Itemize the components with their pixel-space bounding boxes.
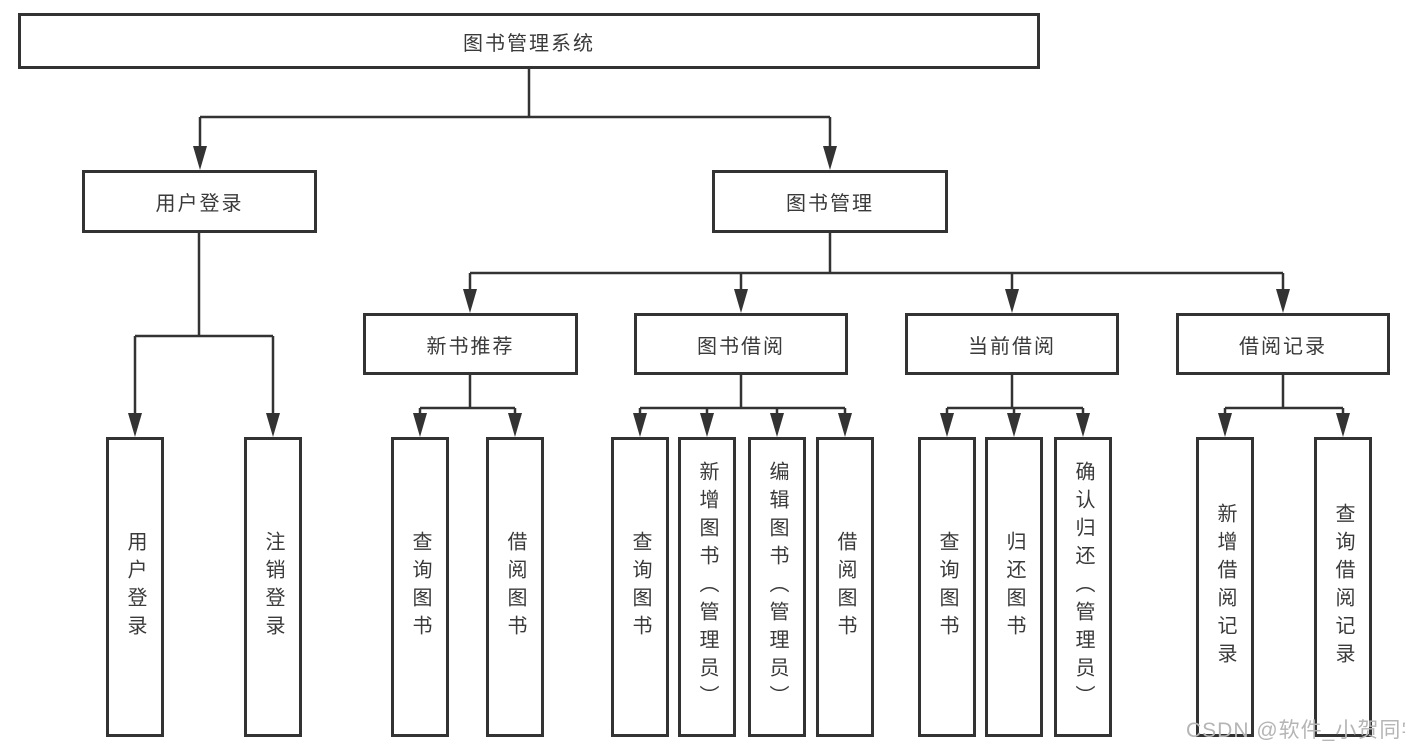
leaf-confirm-return-admin: 确认归还（管理员）	[1054, 437, 1112, 737]
leaf-query-borrow-record: 查询借阅记录	[1314, 437, 1372, 737]
node-borrowing-records: 借阅记录	[1176, 313, 1390, 375]
leaf-borrow-books-borrowing: 借阅图书	[816, 437, 874, 737]
node-user-login: 用户登录	[82, 170, 317, 233]
leaf-query-books-borrowing: 查询图书	[611, 437, 669, 737]
leaf-add-borrow-record: 新增借阅记录	[1196, 437, 1254, 737]
leaf-query-books-current: 查询图书	[918, 437, 976, 737]
leaf-logout: 注销登录	[244, 437, 302, 737]
node-library-management-system: 图书管理系统	[18, 13, 1040, 69]
node-new-book-recommend: 新书推荐	[363, 313, 578, 375]
node-current-borrowing: 当前借阅	[905, 313, 1119, 375]
leaf-edit-book-admin: 编辑图书（管理员）	[748, 437, 806, 737]
csdn-watermark: CSDN @软件_小贺同学	[1186, 719, 1405, 742]
node-book-management: 图书管理	[712, 170, 948, 233]
leaf-user-login: 用户登录	[106, 437, 164, 737]
leaf-return-book: 归还图书	[985, 437, 1043, 737]
node-book-borrowing: 图书借阅	[634, 313, 848, 375]
leaf-borrow-books-recommend: 借阅图书	[486, 437, 544, 737]
leaf-query-books-recommend: 查询图书	[391, 437, 449, 737]
leaf-add-book-admin: 新增图书（管理员）	[678, 437, 736, 737]
